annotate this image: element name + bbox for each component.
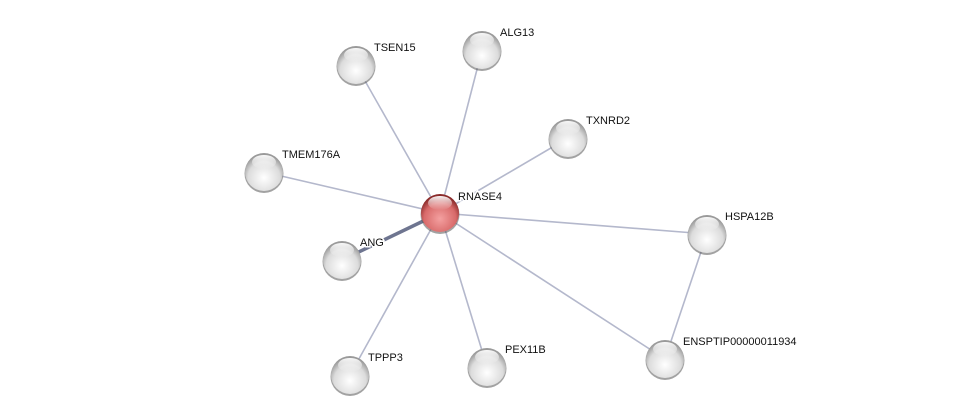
- edge-rnase4-pex11b[interactable]: [439, 212, 488, 368]
- node-rnase4[interactable]: RNASE4: [420, 190, 504, 234]
- node-highlight: [252, 155, 276, 169]
- node-label[interactable]: TXNRD2: [585, 114, 632, 129]
- edge-rnase4-tsen15[interactable]: [355, 64, 441, 214]
- node-label[interactable]: ALG13: [499, 26, 536, 41]
- node-txnrd2[interactable]: TXNRD2: [548, 114, 632, 159]
- node-label[interactable]: ENSPTIP00000011934: [682, 335, 799, 350]
- node-label[interactable]: RNASE4: [457, 190, 504, 205]
- edge-rnase4-hspa12b[interactable]: [439, 212, 708, 235]
- node-label[interactable]: TMEM176A: [281, 148, 343, 163]
- node-ang[interactable]: ANG: [322, 236, 386, 281]
- node-label[interactable]: PEX11B: [504, 343, 548, 358]
- edges-layer: [263, 49, 708, 376]
- node-highlight: [344, 48, 368, 62]
- node-label[interactable]: ANG: [359, 236, 386, 251]
- node-highlight: [428, 196, 452, 210]
- node-highlight: [653, 342, 677, 356]
- node-label[interactable]: TPPP3: [367, 351, 405, 366]
- node-highlight: [470, 33, 494, 47]
- edge-hspa12b-ensptip00000011934[interactable]: [664, 233, 708, 360]
- edge-rnase4-alg13[interactable]: [439, 49, 483, 214]
- node-pex11b[interactable]: PEX11B: [467, 343, 548, 388]
- edge-rnase4-ensptip00000011934[interactable]: [439, 212, 666, 360]
- node-label[interactable]: HSPA12B: [724, 210, 776, 225]
- node-highlight: [330, 243, 354, 257]
- node-tsen15[interactable]: TSEN15: [336, 41, 418, 86]
- node-highlight: [556, 121, 580, 135]
- node-tppp3[interactable]: TPPP3: [330, 351, 405, 396]
- edge-rnase4-tmem176a[interactable]: [263, 171, 441, 214]
- node-hspa12b[interactable]: HSPA12B: [687, 210, 776, 255]
- node-alg13[interactable]: ALG13: [462, 26, 536, 71]
- edge-rnase4-tppp3[interactable]: [349, 212, 441, 376]
- edge-rnase4-txnrd2[interactable]: [439, 137, 569, 214]
- node-tmem176a[interactable]: TMEM176A: [244, 148, 343, 193]
- node-highlight: [695, 217, 719, 231]
- node-label[interactable]: TSEN15: [373, 41, 418, 56]
- node-highlight: [475, 350, 499, 364]
- node-ensptip00000011934[interactable]: ENSPTIP00000011934: [645, 335, 799, 380]
- node-highlight: [338, 358, 362, 372]
